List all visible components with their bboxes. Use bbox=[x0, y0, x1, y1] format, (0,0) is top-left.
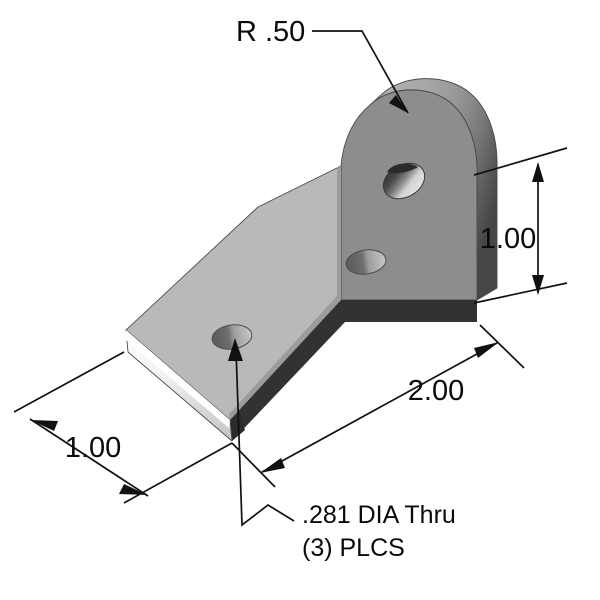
base-hole-rear bbox=[345, 249, 387, 275]
note-arrowhead bbox=[228, 338, 243, 361]
width-arrow-upper bbox=[31, 420, 58, 431]
length-arrow-right bbox=[474, 342, 499, 358]
radius-arrowhead bbox=[389, 95, 408, 113]
tab-hole-shadow bbox=[387, 163, 418, 174]
tab-hole bbox=[382, 162, 426, 200]
dim-radius-050: R .50 bbox=[236, 16, 409, 114]
length-arrow-left bbox=[260, 458, 285, 473]
width-arrow-lower bbox=[119, 484, 147, 495]
dim-width-100: 1.00 bbox=[13, 351, 233, 504]
note-line-1: .281 DIA Thru bbox=[302, 501, 456, 529]
note-hole-callout: .281 DIA Thru (3) PLCS bbox=[228, 338, 456, 562]
base-plate-top bbox=[125, 165, 342, 421]
dim-length-200: 2.00 bbox=[231, 324, 525, 488]
width-dim-label: 1.00 bbox=[65, 432, 121, 464]
height-arrow-down bbox=[532, 275, 544, 295]
length-dim-label: 2.00 bbox=[408, 375, 464, 407]
base-left-highlight bbox=[125, 330, 230, 428]
base-front-corner bbox=[230, 413, 245, 441]
base-holes bbox=[211, 249, 387, 350]
bracket-solid bbox=[125, 78, 498, 442]
height-arrow-up bbox=[532, 162, 544, 182]
height-dim-label: 1.00 bbox=[480, 223, 536, 255]
base-top-face bbox=[125, 165, 342, 421]
dim-height-100: 1.00 bbox=[473, 147, 568, 304]
base-front-edge bbox=[230, 300, 477, 441]
base-front-dark-edge bbox=[230, 300, 477, 441]
note-line-2: (3) PLCS bbox=[302, 534, 405, 562]
base-left-edge bbox=[125, 329, 233, 442]
radius-dim-label: R .50 bbox=[236, 16, 305, 48]
